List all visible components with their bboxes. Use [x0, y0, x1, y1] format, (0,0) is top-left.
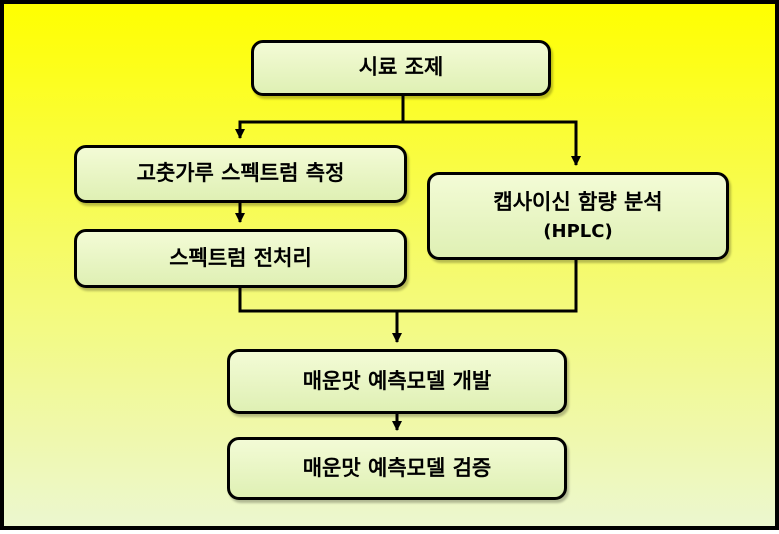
node-model-development-label: 매운맛 예측모델 개발: [302, 368, 492, 393]
node-sample-prep-label: 시료 조제: [358, 55, 444, 80]
connector-capsaicin-to-model-dev: [397, 260, 578, 313]
node-capsaicin-analysis: 캡사이신 함량 분석 (HPLC): [427, 172, 729, 260]
node-model-verification-label: 매운맛 예측모델 검증: [302, 455, 492, 480]
node-capsaicin-analysis-label: 캡사이신 함량 분석: [493, 189, 663, 214]
connector-preprocess-to-model-dev: [238, 288, 402, 343]
node-spectrum-measurement-label: 고춧가루 스펙트럼 측정: [136, 161, 345, 186]
connector-sample-prep-to-capsaicin: [403, 120, 581, 166]
node-capsaicin-analysis-method: (HPLC): [543, 221, 613, 243]
node-spectrum-measurement: 고춧가루 스펙트럼 측정: [74, 145, 407, 203]
node-spectrum-preprocessing: 스펙트럼 전처리: [74, 229, 407, 288]
node-sample-prep: 시료 조제: [251, 40, 551, 96]
connectors: [235, 96, 581, 431]
node-spectrum-preprocessing-label: 스펙트럼 전처리: [169, 245, 312, 270]
node-model-development: 매운맛 예측모델 개발: [227, 349, 567, 414]
connector-sample-prep-to-spectrum: [235, 96, 405, 139]
node-model-verification: 매운맛 예측모델 검증: [227, 437, 567, 500]
